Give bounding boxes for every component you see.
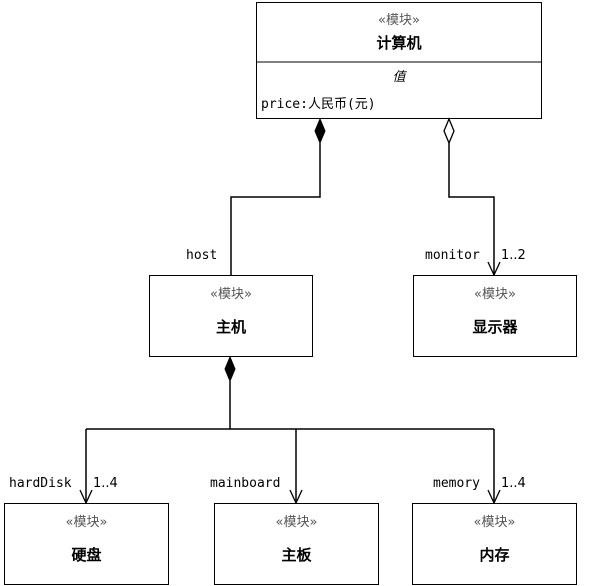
multiplicity-harddisk: 1..4 — [93, 476, 118, 491]
stereotype-label: «模块» — [378, 13, 420, 28]
block-host[interactable]: «模块» 主机 — [149, 275, 313, 357]
role-monitor: monitor — [425, 248, 480, 263]
role-mainboard: mainboard — [210, 476, 281, 491]
stereotype-label: «模块» — [210, 287, 252, 302]
stereotype-label: «模块» — [65, 515, 108, 530]
block-name: 主机 — [215, 318, 246, 336]
multiplicity-monitor: 1..2 — [501, 248, 526, 263]
block-monitor[interactable]: «模块» 显示器 — [413, 275, 577, 357]
composition-diamond-icon — [314, 117, 326, 145]
block-memory[interactable]: «模块» 内存 — [412, 503, 577, 585]
block-name: 显示器 — [472, 318, 518, 336]
connector-host — [230, 143, 321, 275]
block-name: 硬盘 — [71, 546, 102, 564]
aggregation-diamond-icon — [443, 117, 455, 145]
role-harddisk: hardDisk — [9, 476, 72, 491]
compartment-title: 值 — [392, 70, 406, 85]
stereotype-label: «模块» — [473, 515, 516, 530]
composition-diamond-icon — [224, 355, 236, 383]
block-mainboard[interactable]: «模块» 主板 — [214, 503, 379, 585]
connector-monitor — [448, 143, 495, 275]
block-harddisk[interactable]: «模块» 硬盘 — [4, 503, 169, 585]
role-host: host — [186, 248, 218, 263]
role-memory: memory — [433, 476, 480, 491]
block-name: 内存 — [479, 546, 510, 564]
attribute-price[interactable]: price:人民币(元) — [261, 97, 376, 112]
block-name: 主板 — [281, 546, 312, 564]
block-computer[interactable]: «模块» 计算机 值 price:人民币(元) — [256, 2, 542, 119]
stereotype-label: «模块» — [275, 515, 318, 530]
stereotype-label: «模块» — [474, 287, 516, 302]
block-name: 计算机 — [376, 34, 422, 52]
multiplicity-memory: 1..4 — [501, 476, 526, 491]
